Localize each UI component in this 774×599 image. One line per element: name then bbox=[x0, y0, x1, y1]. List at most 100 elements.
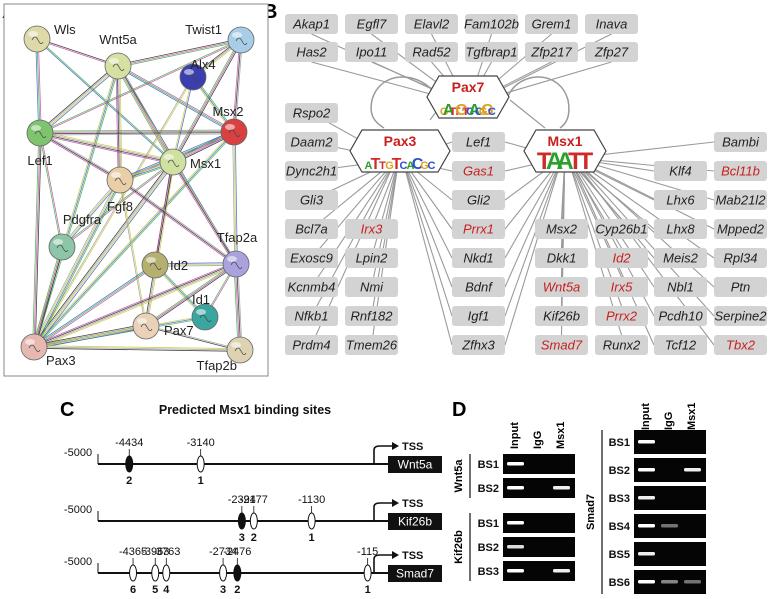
gene-box bbox=[654, 248, 707, 268]
gene-label: Grem1 bbox=[532, 17, 572, 32]
network-edge bbox=[115, 66, 119, 181]
gene-label: Ptn bbox=[731, 280, 751, 295]
gel-band bbox=[507, 569, 524, 573]
binding-site-open bbox=[363, 564, 372, 582]
gene-box bbox=[535, 219, 588, 239]
regulation-line bbox=[509, 99, 546, 129]
node-label: Msx2 bbox=[212, 104, 243, 119]
node-label: Lef1 bbox=[27, 153, 52, 168]
gene-box bbox=[452, 277, 505, 297]
node-id1 bbox=[191, 303, 219, 331]
site-number-label: 2 bbox=[251, 532, 257, 544]
gel-lane-strip bbox=[503, 513, 575, 533]
network-edge bbox=[31, 178, 119, 347]
gene-box bbox=[285, 248, 338, 268]
site-position-label: -2476 bbox=[223, 546, 251, 558]
msx1-arc bbox=[507, 76, 570, 129]
site-position-label: -4365 bbox=[119, 546, 147, 558]
network-edge bbox=[36, 38, 41, 134]
gel-band bbox=[507, 521, 524, 525]
gene-box bbox=[452, 161, 505, 181]
network-edge bbox=[40, 131, 121, 180]
node-highlight bbox=[231, 342, 241, 348]
network-edge bbox=[34, 133, 42, 348]
binding-site-label: BS3 bbox=[609, 493, 630, 505]
gene-group-label: Wnt5a bbox=[453, 459, 465, 493]
network-edge bbox=[39, 134, 173, 165]
start-position-label: -5000 bbox=[64, 447, 92, 459]
gel-band bbox=[684, 580, 701, 584]
network-edge bbox=[234, 40, 243, 133]
regulation-line bbox=[504, 157, 563, 259]
gene-box bbox=[595, 219, 648, 239]
panel-letter-d: D bbox=[452, 399, 466, 421]
network-edge bbox=[33, 132, 41, 348]
site-position-label: -2734 bbox=[209, 546, 237, 558]
motif-logo-letter: C bbox=[400, 160, 408, 172]
tss-arrow-icon bbox=[373, 502, 392, 521]
gene-label: Bcl11b bbox=[721, 164, 760, 179]
gel-band bbox=[507, 486, 524, 490]
network-edge bbox=[118, 40, 242, 68]
node-highlight bbox=[53, 239, 63, 245]
gene-label: Smad7 bbox=[541, 338, 583, 353]
gene-box bbox=[285, 161, 338, 181]
gene-label: Mab21l2 bbox=[716, 193, 767, 208]
gel-band bbox=[638, 524, 655, 528]
node-highlight bbox=[184, 69, 194, 75]
pax3-arc bbox=[370, 76, 438, 129]
panel-letter-c: C bbox=[60, 399, 74, 421]
network-edge bbox=[236, 263, 242, 350]
site-position-label: -3963 bbox=[141, 546, 169, 558]
binding-site-open bbox=[162, 564, 171, 582]
network-edge bbox=[37, 38, 119, 66]
gene-box bbox=[285, 335, 338, 355]
gene-label: Gas1 bbox=[463, 164, 494, 179]
tss-arrowhead-icon bbox=[392, 551, 399, 559]
node-label: Tfap2a bbox=[217, 230, 258, 245]
gene-box bbox=[285, 103, 338, 123]
network-edge bbox=[146, 264, 237, 328]
site-number-label: 3 bbox=[220, 584, 226, 594]
gene-label: Has2 bbox=[296, 45, 327, 60]
node-highlight bbox=[25, 339, 35, 345]
network-edge bbox=[33, 65, 119, 348]
binding-site-open bbox=[151, 564, 160, 582]
node-label: Twist1 bbox=[185, 22, 222, 37]
network-edge bbox=[32, 246, 62, 347]
node-structure-icon bbox=[28, 344, 41, 352]
network-edge bbox=[37, 38, 174, 162]
gene-box bbox=[595, 306, 648, 326]
network-edge bbox=[61, 161, 173, 247]
network-edge bbox=[117, 39, 242, 67]
gene-box bbox=[452, 306, 505, 326]
site-number-label: 5 bbox=[152, 584, 158, 594]
network-edge bbox=[146, 324, 241, 350]
node-fgf8 bbox=[106, 166, 134, 194]
motif-logo-letter: G bbox=[455, 102, 467, 119]
gene-box bbox=[595, 335, 648, 355]
node-highlight bbox=[196, 309, 206, 315]
node-highlight bbox=[111, 172, 121, 178]
gene-label: Daam2 bbox=[291, 135, 334, 150]
node-highlight bbox=[109, 58, 119, 64]
network-edge bbox=[33, 263, 236, 347]
node-tfap2a bbox=[222, 250, 250, 278]
motif-logo-letter: T bbox=[454, 106, 461, 118]
gene-label: Lhx6 bbox=[666, 193, 695, 208]
network-edge bbox=[36, 39, 173, 163]
network-edge bbox=[40, 132, 64, 247]
gene-box bbox=[714, 306, 767, 326]
site-position-label: -115 bbox=[357, 546, 378, 558]
gene-box bbox=[654, 161, 707, 181]
regulation-line bbox=[572, 157, 715, 230]
gene-box bbox=[654, 306, 707, 326]
network-edge bbox=[145, 262, 236, 326]
binding-site-open bbox=[249, 512, 258, 530]
network-edge bbox=[232, 132, 236, 265]
gene-label: Bdnf bbox=[465, 280, 493, 295]
binding-site-open bbox=[129, 564, 138, 582]
gene-box bbox=[535, 306, 588, 326]
network-edges bbox=[31, 38, 243, 352]
